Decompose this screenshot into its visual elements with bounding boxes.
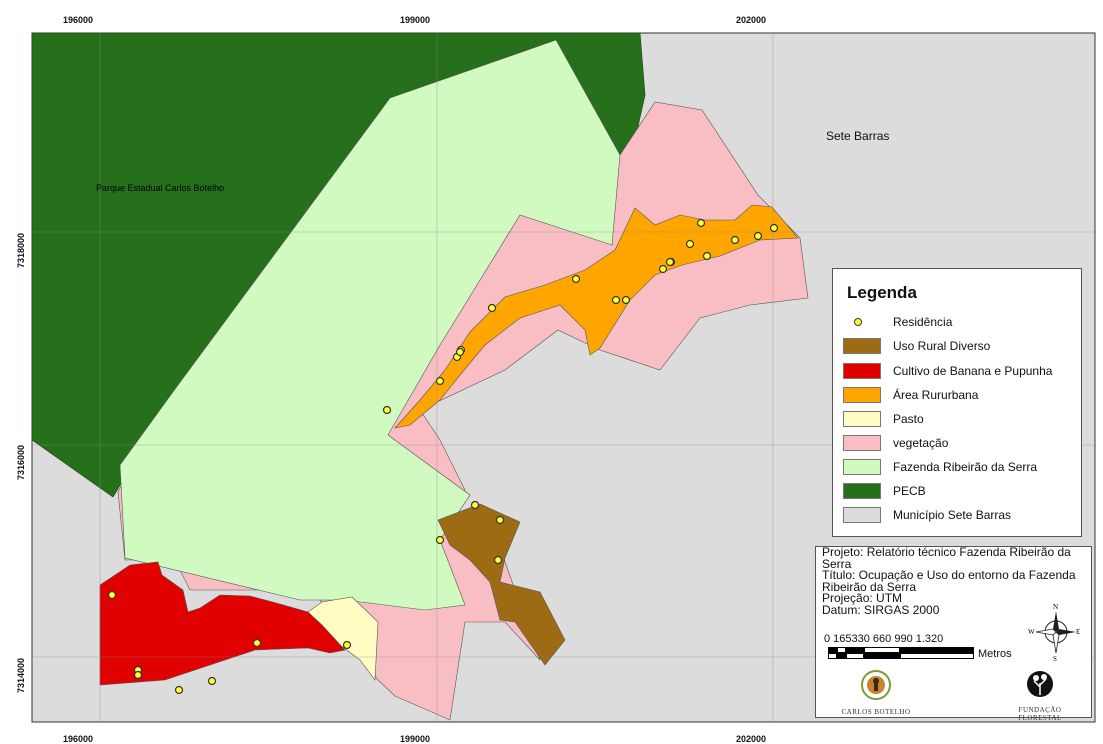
logo-right-caption: FUNDAÇÃO FLORESTAL — [1018, 706, 1062, 722]
legend-item-uso-rural: Uso Rural Diverso — [843, 337, 990, 355]
residence-point — [382, 405, 392, 415]
project-info-text: Projeto: Relatório técnico Fazenda Ribei… — [822, 545, 1084, 617]
y-tick-left-1: 7318000 — [16, 233, 26, 268]
legend-swatch — [843, 411, 881, 427]
residence-point — [658, 264, 668, 274]
project-info-box: Projeto: Relatório técnico Fazenda Ribei… — [815, 545, 1092, 722]
legend-swatch — [843, 483, 881, 499]
residence-point — [207, 676, 217, 686]
residence-point — [252, 638, 262, 648]
compass-s: S — [1053, 655, 1057, 661]
area-rururbana — [394, 204, 799, 429]
compass-w: W — [1028, 628, 1035, 636]
residence-point — [493, 555, 503, 565]
fazenda-ribeirao-area — [119, 39, 621, 611]
label-parque-estadual: Parque Estadual Carlos Botelho — [96, 183, 224, 193]
pecb-area — [31, 32, 646, 498]
y-tick-left-2: 7316000 — [16, 445, 26, 480]
carlos-botelho-logo: CARLOS BOTELHO — [838, 669, 914, 717]
legend-item-vegetacao: vegetação — [843, 434, 948, 452]
info-datum: Datum: SIRGAS 2000 — [822, 602, 940, 617]
legend-label: Pasto — [893, 412, 924, 426]
info-titulo: Título: Ocupação e Uso do entorno da Faz… — [822, 568, 1076, 594]
residence-point-icon — [843, 314, 881, 330]
residence-point — [133, 670, 143, 680]
compass-n: N — [1053, 603, 1058, 611]
x-tick-bottom-2: 199000 — [400, 734, 430, 744]
scale-labels: 0 165330 660 990 1.320 — [824, 633, 944, 645]
legend-swatch — [843, 459, 881, 475]
x-tick-bottom-1: 196000 — [63, 734, 93, 744]
label-sete-barras: Sete Barras — [826, 129, 889, 143]
legend-label: Uso Rural Diverso — [893, 339, 991, 353]
north-arrow-icon: N S W E — [1028, 603, 1080, 661]
tree-logo-icon — [1027, 671, 1053, 697]
residence-points — [107, 218, 779, 695]
x-tick-top-2: 199000 — [400, 15, 430, 25]
residence-point — [455, 347, 465, 357]
residence-point — [696, 218, 706, 228]
residence-point — [621, 295, 631, 305]
residence-point — [435, 535, 445, 545]
park-logo-icon — [861, 670, 891, 700]
scale-unit: Metros — [978, 648, 1012, 660]
legend-swatch — [843, 387, 881, 403]
residence-point — [495, 515, 505, 525]
residence-point — [665, 257, 675, 267]
residence-point — [571, 274, 581, 284]
legend-item-pasto: Pasto — [843, 410, 924, 428]
logo-left-caption: CARLOS BOTELHO — [841, 708, 911, 716]
fundacao-florestal-logo: FUNDAÇÃO FLORESTAL — [1000, 669, 1080, 722]
legend-item-cultivo: Cultivo de Banana e Pupunha — [843, 362, 1052, 380]
legend-item-pecb: PECB — [843, 482, 926, 500]
residence-point — [470, 500, 480, 510]
legend-box: Legenda Residência Uso Rural Diverso Cul… — [832, 268, 1082, 537]
y-tick-left-3: 7314000 — [16, 658, 26, 693]
x-tick-top-1: 196000 — [63, 15, 93, 25]
legend-item-fazenda: Fazenda Ribeirão da Serra — [843, 458, 1037, 476]
legend-swatch — [843, 507, 881, 523]
legend-label: Fazenda Ribeirão da Serra — [893, 460, 1038, 474]
legend-label: Área Rururbana — [893, 388, 979, 402]
legend-swatch — [843, 435, 881, 451]
legend-label: Cultivo de Banana e Pupunha — [893, 364, 1053, 378]
residence-point — [685, 239, 695, 249]
legend-label: vegetação — [893, 436, 949, 450]
residence-point — [435, 376, 445, 386]
residence-point — [753, 231, 763, 241]
residence-point — [702, 251, 712, 261]
residence-point — [174, 685, 184, 695]
residence-point — [342, 640, 352, 650]
legend-swatch — [843, 363, 881, 379]
x-tick-bottom-3: 202000 — [736, 734, 766, 744]
legend-label: Residência — [893, 315, 953, 329]
compass-e: E — [1076, 628, 1080, 636]
legend-title: Legenda — [847, 283, 917, 302]
legend-swatch — [843, 338, 881, 354]
legend-item-rururbana: Área Rururbana — [843, 386, 978, 404]
legend-label: PECB — [893, 484, 926, 498]
legend-item-municipio: Município Sete Barras — [843, 506, 1011, 524]
info-projecao: Projeção: UTM — [822, 591, 903, 605]
cultivo-banana-pupunha-area — [99, 561, 346, 686]
residence-point — [107, 590, 117, 600]
residence-point — [730, 235, 740, 245]
residence-point — [769, 223, 779, 233]
uso-rural-diverso-area — [437, 503, 566, 666]
residence-point — [611, 295, 621, 305]
legend-item-residencia: Residência — [843, 313, 952, 331]
legend-label: Município Sete Barras — [893, 508, 1012, 522]
info-projeto: Projeto: Relatório técnico Fazenda Ribei… — [822, 545, 1071, 571]
scale-bar — [828, 647, 974, 659]
x-tick-top-3: 202000 — [736, 15, 766, 25]
residence-point — [487, 303, 497, 313]
